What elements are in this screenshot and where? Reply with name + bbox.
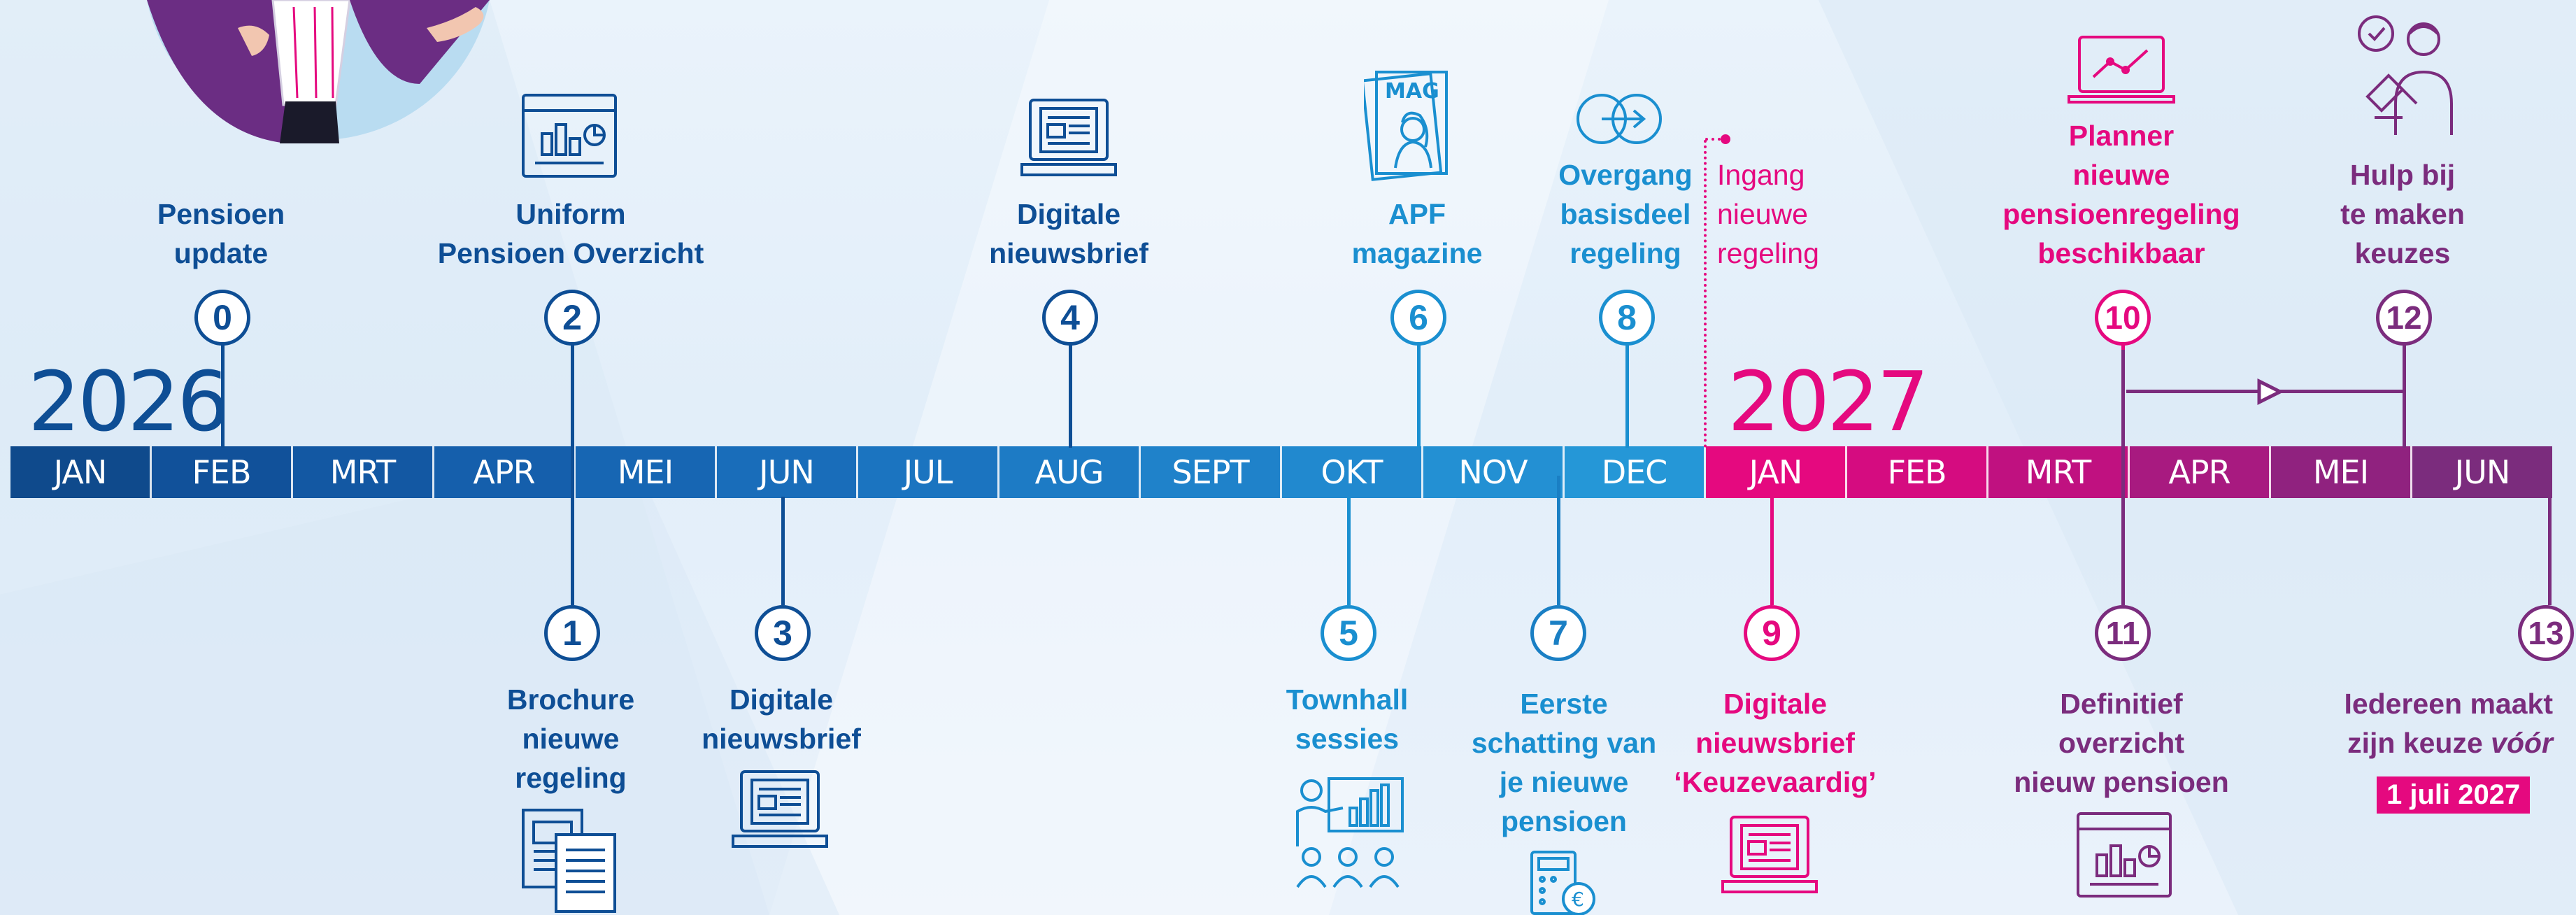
month-jun-2027: JUN xyxy=(2412,446,2552,498)
month-sept-2026: SEPT xyxy=(1141,446,1282,498)
connector-4 xyxy=(1069,343,1072,448)
connector-12 xyxy=(2403,343,2406,448)
year-2027: 2027 xyxy=(1728,353,1929,450)
help-person-icon xyxy=(2358,15,2453,135)
report-window-icon xyxy=(522,94,617,178)
arrow-right-icon xyxy=(2257,378,2284,406)
connector-6 xyxy=(1417,343,1421,448)
connector-11 xyxy=(2121,350,2125,605)
deadline-badge: 1 juli 2027 xyxy=(2377,776,2531,814)
planner-laptop-icon xyxy=(2068,36,2175,104)
month-jan-2027: JAN xyxy=(1706,446,1847,498)
newsletter-laptop-icon-2 xyxy=(732,770,828,848)
milestone-2-number: 2 xyxy=(544,290,600,346)
milestone-1-number: 1 xyxy=(544,605,600,661)
month-aug-2026: AUG xyxy=(999,446,1141,498)
milestone-5-number: 5 xyxy=(1321,605,1376,661)
month-mei-2026: MEI xyxy=(576,446,717,498)
connector-3 xyxy=(781,497,785,605)
calculator-euro-icon: € xyxy=(1530,851,1595,915)
milestone-6-number: 6 xyxy=(1390,290,1446,346)
milestone-12-number: 12 xyxy=(2376,290,2432,346)
transition-arrow-icon xyxy=(1577,94,1662,144)
month-feb-2027: FEB xyxy=(1847,446,1988,498)
brochure-icon xyxy=(522,809,616,913)
month-mrt-2027: MRT xyxy=(1988,446,2130,498)
newsletter-laptop-icon xyxy=(1020,99,1117,176)
connector-9 xyxy=(1770,497,1774,605)
connector-8 xyxy=(1625,343,1629,448)
newsletter-laptop-icon-3 xyxy=(1721,816,1818,893)
month-okt-2026: OKT xyxy=(1282,446,1423,498)
connector-0 xyxy=(221,343,225,448)
connector-1-top xyxy=(571,497,574,605)
magazine-cover-text: MAG xyxy=(1385,79,1439,104)
month-apr-2027: APR xyxy=(2130,446,2271,498)
ingang-dotted-line xyxy=(1704,140,1707,448)
connector-2 xyxy=(571,343,574,605)
milestone-4-number: 4 xyxy=(1042,290,1098,346)
townhall-presentation-icon xyxy=(1296,777,1404,888)
month-apr-2026: APR xyxy=(434,446,576,498)
ingang-dotted-hline xyxy=(1705,138,1721,141)
report-window-icon-2 xyxy=(2077,812,2172,898)
connector-5 xyxy=(1347,497,1351,605)
connector-13 xyxy=(2548,497,2552,605)
year-2026: 2026 xyxy=(28,353,229,450)
milestone-3-number: 3 xyxy=(755,605,811,661)
milestone-10-number: 10 xyxy=(2095,290,2151,346)
milestone-11-number: 11 xyxy=(2095,605,2151,661)
magazine-icon: MAG xyxy=(1364,71,1448,181)
month-mei-2027: MEI xyxy=(2271,446,2412,498)
month-dec-2026: DEC xyxy=(1565,446,1706,498)
milestone-9-number: 9 xyxy=(1744,605,1800,661)
month-nov-2026: NOV xyxy=(1423,446,1565,498)
milestone-13-number: 13 xyxy=(2518,605,2574,661)
month-mrt-2026: MRT xyxy=(293,446,434,498)
svg-text:€: € xyxy=(1572,888,1584,911)
milestone-0-number: 0 xyxy=(194,290,250,346)
presenter-illustration xyxy=(147,0,490,143)
connector-7 xyxy=(1557,476,1560,605)
milestone-7-number: 7 xyxy=(1530,605,1586,661)
month-feb-2026: FEB xyxy=(152,446,293,498)
month-jan-2026: JAN xyxy=(10,446,152,498)
milestone-8-number: 8 xyxy=(1599,290,1655,346)
month-jun-2026: JUN xyxy=(717,446,858,498)
ingang-dot xyxy=(1721,134,1730,144)
month-jul-2026: JUL xyxy=(858,446,999,498)
